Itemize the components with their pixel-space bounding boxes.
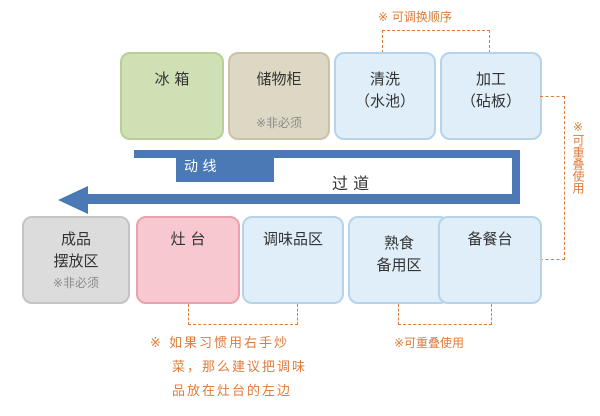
finished-dish-area-label: 成品: [60, 230, 91, 248]
processing-sublabel: （砧板）: [460, 92, 521, 110]
stove-seasoning-dash-bracket: [188, 304, 298, 325]
cooked-food-area-label: 熟食: [383, 234, 414, 252]
finished-dish-area-note: ※非必须: [52, 276, 100, 290]
stove-box: 灶 台: [136, 216, 240, 304]
seasoning-area-label: 调味品区: [262, 230, 323, 248]
right-note: ※可重叠使用: [571, 120, 585, 194]
prep-counter-label: 备餐台: [467, 230, 513, 248]
flow-label: 动 线: [184, 159, 217, 175]
bottom-note-line3: 品放在灶台的左边: [172, 384, 293, 399]
fridge-box: 冰 箱: [120, 52, 224, 140]
processing-box: 加工 （砧板）: [440, 52, 542, 140]
storage-cabinet-box: 储物柜 ※非必须: [228, 52, 330, 140]
right-dash-bracket: [540, 96, 565, 260]
washing-box: 清洗 （水池）: [334, 52, 436, 140]
top-dash-bracket: [382, 30, 490, 53]
washing-sublabel: （水池）: [354, 92, 415, 110]
aisle-label: 过 道: [332, 174, 370, 193]
finished-dish-area-sublabel: 摆放区: [53, 252, 99, 270]
washing-label: 清洗: [369, 70, 400, 88]
fridge-label: 冰 箱: [154, 70, 190, 88]
stove-label: 灶 台: [170, 230, 206, 248]
cooked-food-area-sublabel: 备用区: [376, 256, 422, 274]
bottom-note-line2: 菜，那么建议把调味: [172, 360, 308, 375]
processing-label: 加工: [475, 70, 506, 88]
bottom-note-line1: ※ 如果习惯用右手炒: [150, 336, 290, 351]
finished-dish-area-box: 成品 摆放区 ※非必须: [22, 216, 130, 304]
top-note: ※ 可调换顺序: [378, 10, 452, 24]
storage-cabinet-note: ※非必须: [255, 116, 303, 130]
bottom-right-note: ※可重叠使用: [394, 336, 465, 350]
seasoning-area-box: 调味品区: [242, 216, 344, 304]
cooked-food-area-box: 熟食 备用区: [348, 216, 450, 304]
prep-counter-box: 备餐台: [438, 216, 542, 304]
cooked-prep-dash-bracket: [398, 304, 492, 325]
storage-cabinet-label: 储物柜: [256, 70, 302, 88]
